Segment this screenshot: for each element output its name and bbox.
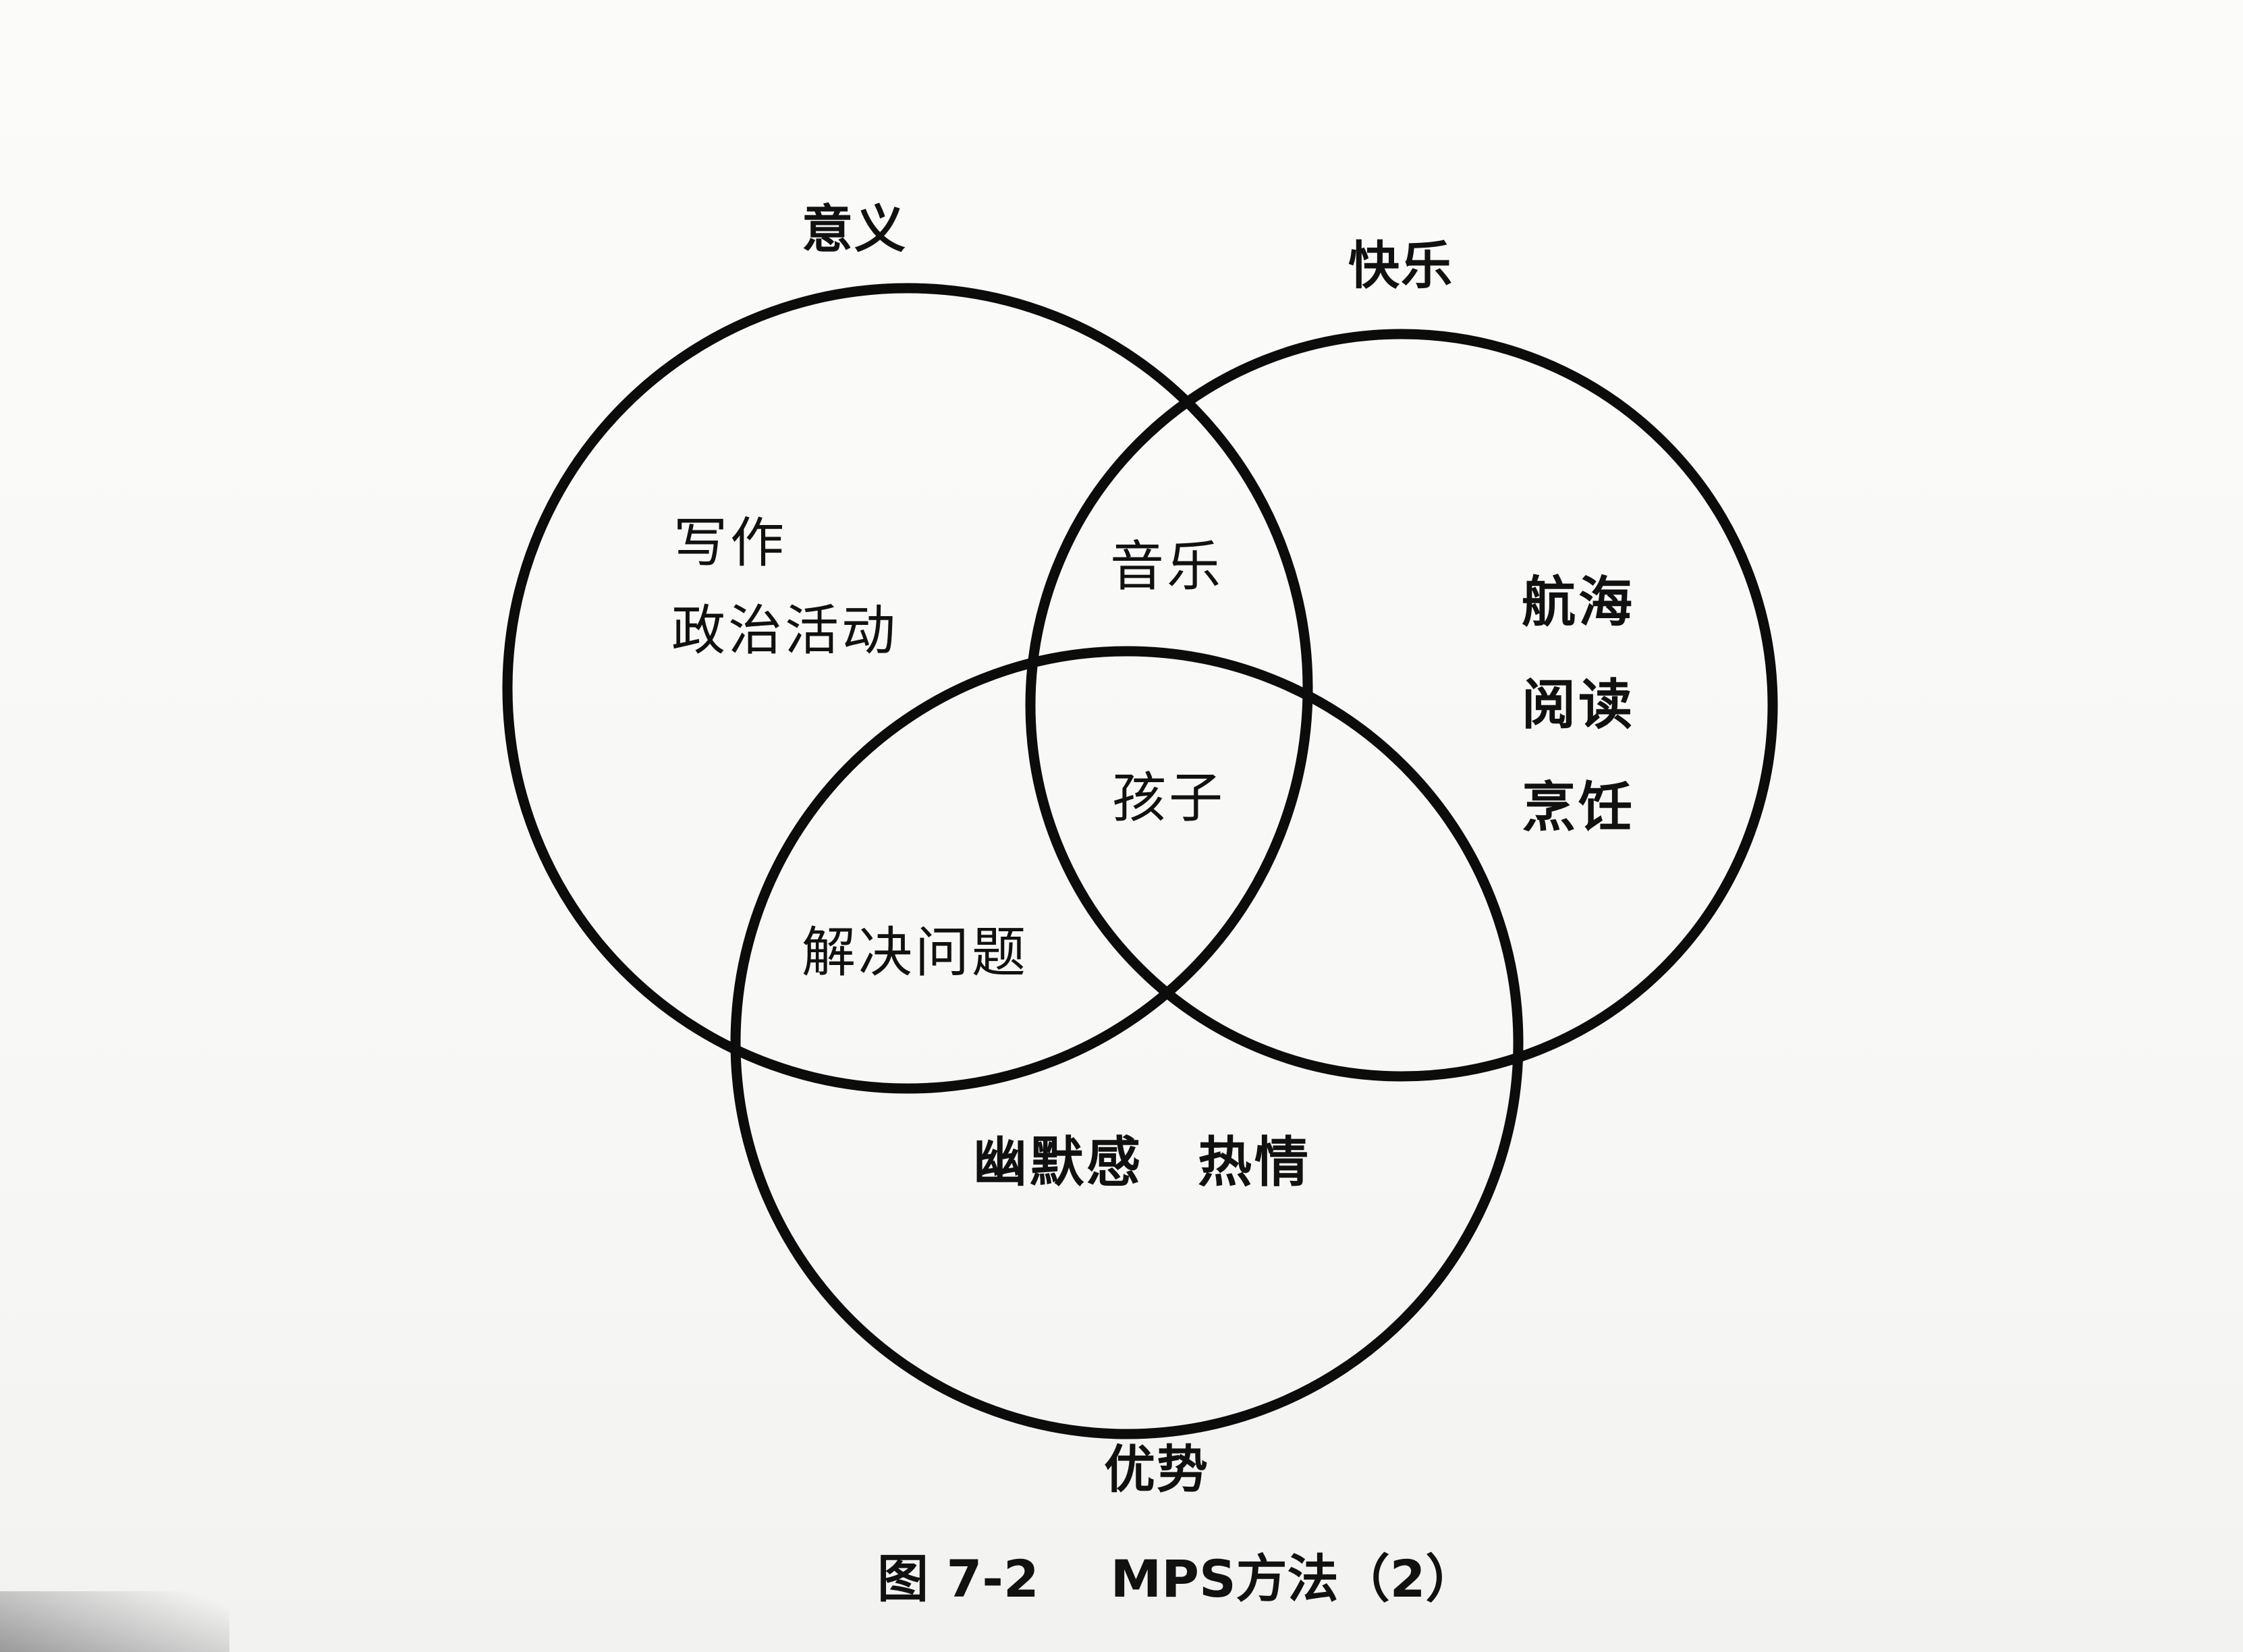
- region-item-sailing: 航海: [1522, 571, 1635, 634]
- caption-gap: [1039, 1537, 1111, 1612]
- set-label-meaning: 意义: [802, 199, 907, 259]
- figure-number: 图 7-2: [877, 1549, 1039, 1609]
- figure-caption: 图 7-2 MPS方法（2）: [877, 1537, 1477, 1612]
- pleasure-circle: [1025, 329, 1778, 1082]
- pleasure-only-list: 航海 阅读 烹饪: [1522, 559, 1635, 842]
- region-item-problem-solving: 解决问题: [802, 921, 1028, 984]
- set-label-strengths: 优势: [1104, 1439, 1209, 1499]
- strengths-circle: [730, 646, 1524, 1439]
- region-item-cooking: 烹饪: [1522, 776, 1635, 839]
- region-item-humor: 幽默感: [973, 1131, 1143, 1194]
- region-item-children: 孩子: [1112, 767, 1225, 829]
- page-edge-shadow: [0, 1591, 229, 1652]
- meaning-circle: [502, 283, 1313, 1094]
- region-item-reading: 阅读: [1522, 673, 1635, 736]
- figure-title: MPS方法（2）: [1110, 1549, 1477, 1609]
- region-item-writing: 写作: [673, 512, 787, 574]
- region-item-passion: 热情: [1198, 1131, 1311, 1194]
- set-label-pleasure: 快乐: [1348, 236, 1453, 296]
- region-item-music: 音乐: [1110, 535, 1223, 598]
- region-item-political-activity: 政治活动: [671, 599, 898, 662]
